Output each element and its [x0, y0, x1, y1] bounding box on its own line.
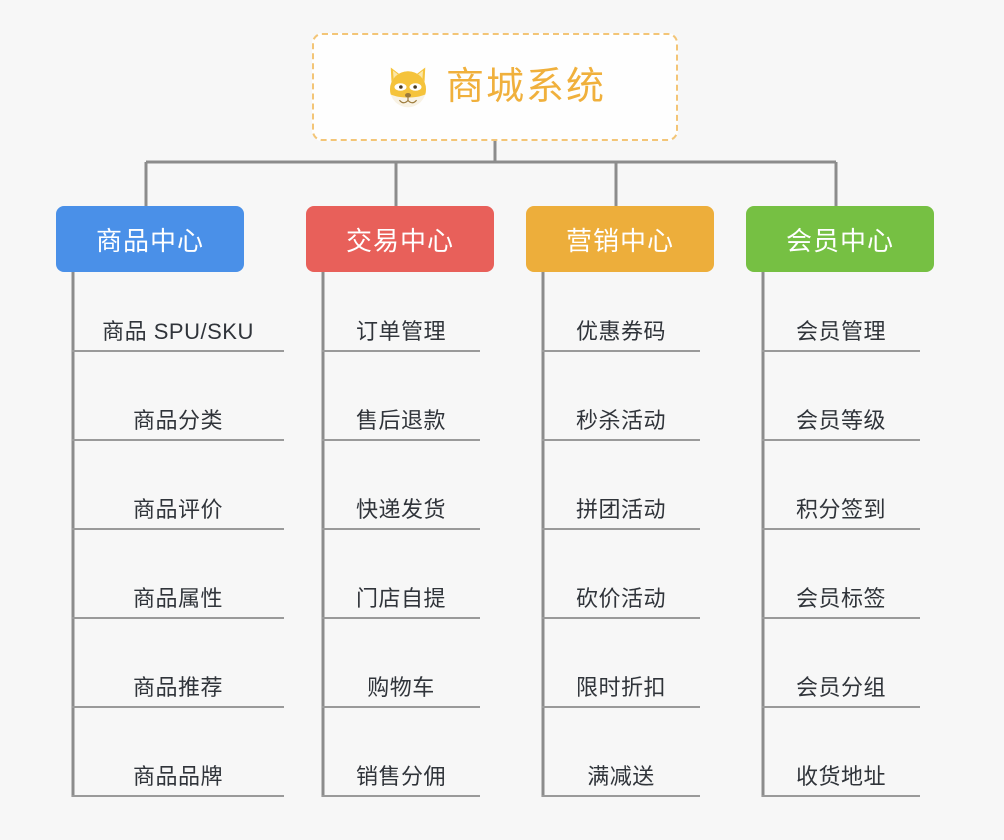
root-node[interactable]: 商城系统 [312, 33, 678, 141]
category-node-3[interactable]: 营销中心 [526, 206, 714, 272]
leaf-item[interactable]: 商品推荐 [72, 662, 284, 708]
leaf-item-label: 积分签到 [795, 497, 886, 522]
category-label: 会员中心 [785, 225, 894, 256]
leaf-item[interactable]: 拼团活动 [542, 484, 700, 530]
leaf-item-label: 满减送 [587, 764, 655, 789]
leaf-item[interactable]: 满减送 [542, 751, 700, 797]
leaf-item-label: 会员管理 [795, 319, 886, 344]
leaf-item-label: 销售分佣 [355, 764, 446, 789]
leaf-item-label: 会员等级 [795, 408, 886, 433]
leaf-item[interactable]: 订单管理 [322, 306, 480, 352]
leaf-item-label: 订单管理 [355, 319, 446, 344]
leaf-item[interactable]: 商品 SPU/SKU [72, 306, 284, 352]
leaf-item[interactable]: 积分签到 [762, 484, 920, 530]
leaf-item[interactable]: 购物车 [322, 662, 480, 708]
leaf-item-label: 快递发货 [355, 497, 446, 522]
leaf-item[interactable]: 销售分佣 [322, 751, 480, 797]
leaf-item[interactable]: 商品评价 [72, 484, 284, 530]
shiba-dog-face-icon [389, 67, 426, 108]
leaf-item-label: 购物车 [367, 675, 435, 700]
leaf-item[interactable]: 商品品牌 [72, 751, 284, 797]
leaf-item-label: 限时折扣 [575, 675, 666, 700]
leaf-item[interactable]: 会员标签 [762, 573, 920, 619]
leaf-item-label: 商品分类 [132, 408, 223, 433]
leaf-item[interactable]: 秒杀活动 [542, 395, 700, 441]
leaf-item[interactable]: 售后退款 [322, 395, 480, 441]
leaf-item[interactable]: 收货地址 [762, 751, 920, 797]
leaf-item-label: 会员分组 [795, 675, 886, 700]
leaf-item-label: 商品 SPU/SKU [102, 319, 254, 344]
leaf-item-label: 门店自提 [355, 586, 446, 611]
leaf-item-label: 商品评价 [132, 497, 223, 522]
leaf-item[interactable]: 商品属性 [72, 573, 284, 619]
leaf-item[interactable]: 会员分组 [762, 662, 920, 708]
leaf-item[interactable]: 优惠券码 [542, 306, 700, 352]
leaf-item[interactable]: 快递发货 [322, 484, 480, 530]
leaf-item-label: 收货地址 [795, 764, 886, 789]
root-title: 商城系统 [445, 66, 606, 108]
leaf-item-label: 秒杀活动 [575, 408, 666, 433]
leaf-item-label: 商品推荐 [132, 675, 223, 700]
leaf-item[interactable]: 商品分类 [72, 395, 284, 441]
leaf-item-label: 商品品牌 [132, 764, 223, 789]
category-node-4[interactable]: 会员中心 [746, 206, 934, 272]
category-label: 交易中心 [345, 225, 454, 256]
leaf-item-label: 拼团活动 [575, 497, 666, 522]
leaf-item[interactable]: 会员等级 [762, 395, 920, 441]
leaf-item-label: 砍价活动 [575, 586, 666, 611]
leaf-item-label: 优惠券码 [575, 319, 666, 344]
leaf-item[interactable]: 门店自提 [322, 573, 480, 619]
leaf-item-label: 售后退款 [355, 408, 446, 433]
leaf-item[interactable]: 限时折扣 [542, 662, 700, 708]
leaf-item-label: 会员标签 [795, 586, 886, 611]
category-label: 商品中心 [95, 225, 204, 256]
leaf-item-label: 商品属性 [132, 586, 223, 611]
leaf-item[interactable]: 砍价活动 [542, 573, 700, 619]
leaf-item[interactable]: 会员管理 [762, 306, 920, 352]
category-node-1[interactable]: 商品中心 [56, 206, 244, 272]
category-node-2[interactable]: 交易中心 [306, 206, 494, 272]
category-label: 营销中心 [565, 225, 674, 256]
